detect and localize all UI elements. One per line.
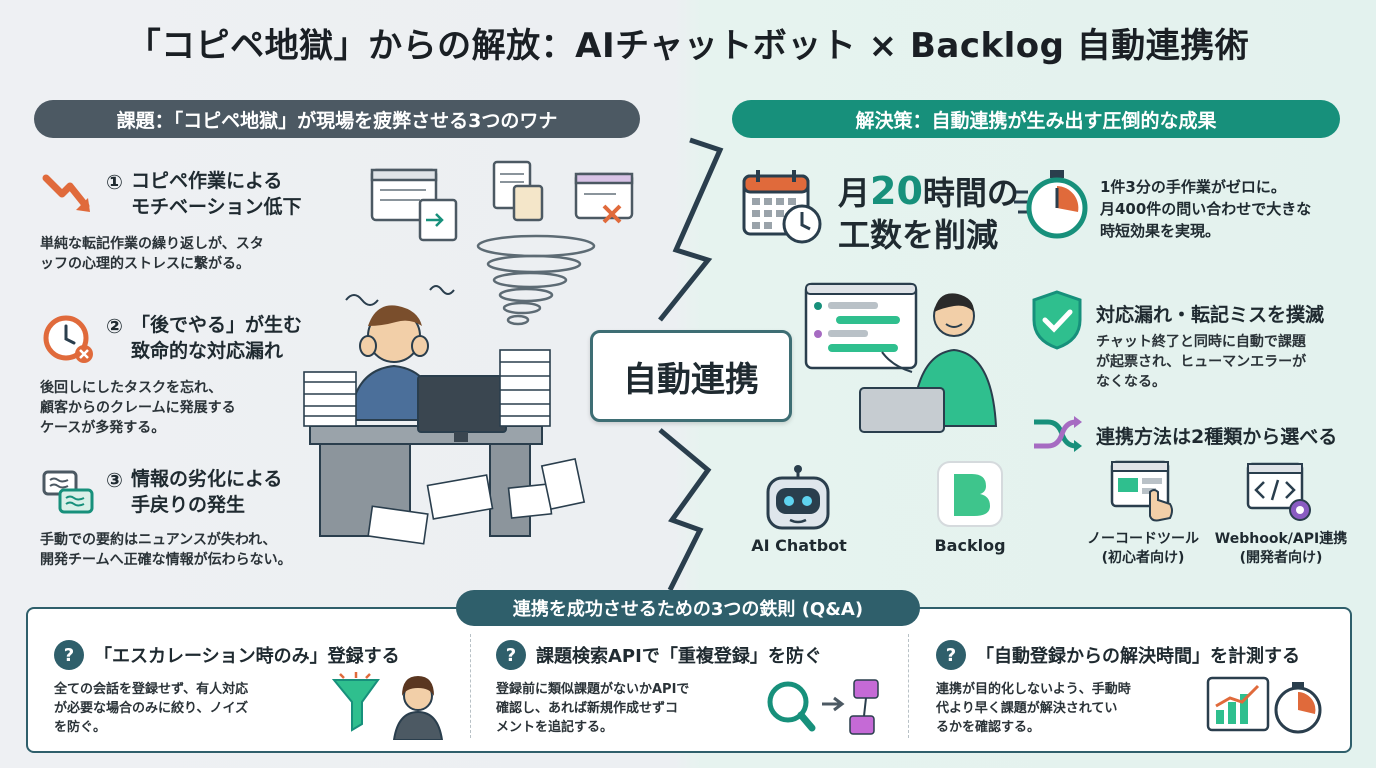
- overwhelmed-worker-illustration: [303, 160, 634, 545]
- stat-desc-line1: 1件3分の手作業がゼロに。: [1100, 178, 1286, 196]
- page-title: 「コピペ地獄」からの解放：AIチャットボット × Backlog 自動連携術: [126, 26, 1250, 66]
- qa-desc-line2: 確認し、あれば新規作成せずコ: [496, 701, 679, 716]
- issue-2: ② 「後でやる」が生む 致命的な対応漏れ 後回しにしたタスクを忘れ、 顧客からの…: [40, 312, 370, 438]
- qa-title: 「自動登録からの解決時間」を計測する: [976, 646, 1300, 667]
- filter-operator-icon: [331, 672, 444, 740]
- issue-1: ① コピペ作業による モチベーション低下 単純な転記作業の繰り返しが、スタ ッフ…: [40, 168, 370, 274]
- issue-desc-line2: 顧客からのクレームに発展する: [40, 400, 236, 416]
- issue-number: ②: [106, 314, 123, 338]
- qa-desc-line1: 登録前に類似課題がないかAPIで: [496, 682, 690, 697]
- qa-desc-line3: るかを確認する。: [936, 720, 1041, 735]
- qa-desc-line2: が必要な場合のみに絞り、ノイズ: [54, 701, 249, 716]
- feature-error-prevention-desc: チャット終了と同時に自動で課題 が起票され、ヒューマンエラーが なくなる。: [1096, 332, 1306, 392]
- qa-desc-line1: 全ての会話を登録せず、有人対応: [54, 682, 249, 697]
- trend-down-icon: [42, 174, 90, 212]
- method-webhook: Webhook/API連携 (開発者向け): [1208, 530, 1354, 568]
- issue-desc-line1: 後回しにしたタスクを忘れ、: [40, 380, 223, 396]
- issue-title-line1: コピペ作業による: [130, 170, 283, 192]
- method-nocode: ノーコードツール (初心者向け): [1080, 530, 1206, 568]
- stat-line2: 工数を削減: [838, 216, 999, 254]
- qa-desc-line3: メントを追記する。: [496, 720, 614, 735]
- issue-title-line1: 「後でやる」が生む: [130, 314, 302, 336]
- qa-desc-line2: 代より早く課題が解決されてい: [936, 701, 1118, 716]
- issue-3: ③ 情報の劣化による 手戻りの発生 手動での要約はニュアンスが失われ、 開発チー…: [40, 466, 370, 570]
- qa-section: [26, 607, 1352, 753]
- error-window-icon: [574, 172, 634, 224]
- issue-desc-line3: ケースが多発する。: [40, 420, 166, 436]
- issue-number: ①: [106, 170, 123, 194]
- automation-label: 自動連携: [590, 330, 792, 422]
- code-gear-icon: [1246, 462, 1311, 521]
- qa-divider: [470, 634, 471, 738]
- question-icon: ?: [54, 640, 84, 670]
- search-duplicate-icon: [767, 679, 879, 735]
- qa-desc-line3: を防ぐ。: [54, 720, 107, 735]
- solution-header: 解決策：自動連携が生み出す圧倒的な成果: [732, 100, 1340, 138]
- feature-desc-line3: なくなる。: [1096, 374, 1166, 390]
- stat-prefix: 月: [838, 174, 871, 212]
- calendar-clock-icon: [742, 170, 822, 244]
- stat-desc-line3: 時短効果を実現。: [1100, 222, 1221, 240]
- qa-desc-line1: 連携が目的化しないよう、手動時: [936, 682, 1131, 697]
- stat-suffix: 時間の: [922, 174, 1019, 212]
- issue-desc-line2: ッフの心理的ストレスに繋がる。: [40, 256, 250, 272]
- document-icon: [370, 168, 458, 242]
- qa-item-3: ? 「自動登録からの解決時間」を計測する 連携が目的化しないよう、手動時 代より…: [936, 640, 1336, 746]
- problem-header: 課題：「コピペ地獄」が現場を疲弊させる3つのワナ: [34, 100, 640, 138]
- stat-number: 20: [870, 169, 923, 213]
- qa-header: 連携を成功させるための3つの鉄則 (Q&A): [456, 590, 920, 626]
- analytics-stopwatch-icon: [1206, 676, 1322, 734]
- issue-title-line2: モチベーション低下: [130, 196, 302, 218]
- shuffle-arrows-icon: [1034, 416, 1082, 452]
- qa-item-1: ? 「エスカレーション時のみ」登録する 全ての会話を登録せず、有人対応 が必要な…: [54, 640, 454, 746]
- nocode-tool-icon: [1110, 460, 1173, 522]
- method-webhook-line2: (開発者向け): [1239, 550, 1323, 566]
- question-icon: ?: [496, 640, 526, 670]
- clipboard-icon: [492, 160, 544, 222]
- happy-worker-illustration: [804, 282, 998, 433]
- tornado-icon: [476, 234, 596, 326]
- issue-title-line2: 致命的な対応漏れ: [130, 340, 283, 362]
- qa-title: 「エスカレーション時のみ」登録する: [94, 646, 400, 667]
- method-webhook-line1: Webhook/API連携: [1214, 531, 1348, 547]
- stat-headline: 月20時間の 工数を削減: [838, 170, 1019, 256]
- stat-description: 1件3分の手作業がゼロに。 月400件の問い合わせで大きな 時短効果を実現。: [1100, 176, 1350, 242]
- feature-error-prevention-title: 対応漏れ・転記ミスを撲滅: [1096, 304, 1325, 326]
- feature-desc-line2: が起票され、ヒューマンエラーが: [1096, 354, 1307, 370]
- method-nocode-line1: ノーコードツール: [1087, 531, 1199, 547]
- shield-check-icon: [1032, 290, 1082, 350]
- stat-desc-line2: 月400件の問い合わせで大きな: [1100, 200, 1312, 218]
- issue-title-line1: 情報の劣化による: [130, 468, 283, 490]
- question-icon: ?: [936, 640, 966, 670]
- issue-desc-line1: 単純な転記作業の繰り返しが、スタ: [40, 236, 264, 252]
- feature-integration-methods-title: 連携方法は2種類から選べる: [1096, 426, 1338, 448]
- issue-number: ③: [106, 468, 123, 492]
- chat-bubbles-icon: [42, 470, 94, 514]
- qa-divider: [908, 634, 909, 738]
- issue-desc-line2: 開発チームへ正確な情報が伝わらない。: [40, 552, 292, 568]
- qa-title: 課題検索APIで「重複登録」を防ぐ: [536, 646, 822, 667]
- backlog-logo-icon: [937, 461, 1003, 527]
- robot-icon: [766, 465, 830, 530]
- method-nocode-line2: (初心者向け): [1101, 550, 1185, 566]
- stressed-person: [348, 305, 440, 421]
- clock-alert-icon: [43, 315, 93, 363]
- ai-chatbot-label: AI Chatbot: [751, 536, 847, 555]
- feature-desc-line1: チャット終了と同時に自動で課題: [1096, 334, 1306, 350]
- backlog-label: Backlog: [934, 536, 1006, 555]
- issue-desc-line1: 手動での要約はニュアンスが失われ、: [40, 532, 277, 548]
- qa-item-2: ? 課題検索APIで「重複登録」を防ぐ 登録前に類似課題がないかAPIで 確認し…: [496, 640, 896, 746]
- issue-title-line2: 手戻りの発生: [130, 494, 245, 516]
- stopwatch-icon: [1014, 170, 1088, 239]
